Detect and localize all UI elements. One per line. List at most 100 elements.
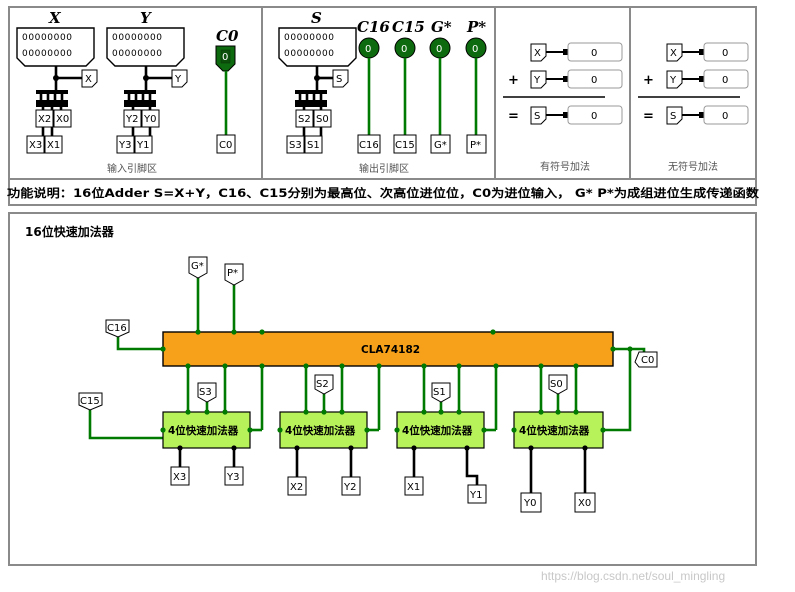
s1-pin [304, 135, 323, 154]
y-output-pin [171, 69, 188, 88]
p-pin [466, 134, 487, 154]
g-pin [430, 134, 451, 154]
svg-text:S0: S0 [550, 379, 563, 390]
svg-text:Y2: Y2 [343, 482, 356, 493]
svg-text:+: + [643, 73, 654, 88]
svg-text:00000000: 00000000 [22, 33, 73, 43]
c15-output-pin [78, 392, 103, 411]
adder-block-3[interactable] [162, 411, 251, 449]
svg-text:C16: C16 [107, 323, 127, 334]
x0-pin [53, 109, 72, 128]
svg-text:Y2: Y2 [125, 114, 138, 125]
svg-text:S: S [336, 74, 342, 85]
svg-text:00000000: 00000000 [112, 49, 163, 59]
s-output-pin [332, 69, 349, 88]
signed-s-pin [530, 106, 547, 125]
s-header: S [311, 9, 322, 27]
output-section-caption: 输出引脚区 [359, 162, 409, 175]
p-star-pin [224, 263, 244, 286]
svg-text:X: X [534, 48, 541, 59]
svg-text:0: 0 [722, 48, 728, 59]
svg-text:S3: S3 [199, 387, 212, 398]
cla74182-chip[interactable] [162, 331, 614, 367]
svg-text:00000000: 00000000 [22, 49, 73, 59]
x-register[interactable]: 00000000 00000000 [16, 27, 95, 67]
c15-header: C15 [392, 18, 425, 36]
svg-text:S1: S1 [307, 140, 320, 151]
svg-text:4位快速加法器: 4位快速加法器 [519, 424, 590, 437]
svg-text:C0: C0 [641, 355, 654, 366]
svg-text:0: 0 [591, 48, 597, 59]
svg-text:4位快速加法器: 4位快速加法器 [285, 424, 356, 437]
g-led: 0 [429, 37, 451, 59]
svg-text:Y1: Y1 [469, 490, 482, 501]
signed-y-value [567, 69, 623, 89]
c0-input-pin [634, 351, 658, 368]
svg-text:C16: C16 [359, 140, 379, 151]
y-register[interactable]: 00000000 00000000 [106, 27, 185, 67]
c0-input-led[interactable]: 0 [215, 45, 236, 72]
x-output-pin [81, 69, 98, 88]
adder-block-1[interactable] [396, 411, 485, 449]
x2-input-pin [287, 476, 307, 496]
y1-pin [134, 135, 153, 154]
cla-circuit: CLA74182 4位快速加法器 4位快速加法器 4位快速加法器 4位快速加法器 [78, 256, 658, 513]
p-header: P* [466, 18, 486, 36]
svg-text:0: 0 [591, 75, 597, 86]
s3-pin [286, 135, 305, 154]
x0-input-pin [574, 492, 596, 513]
signed-adder-section: X 0 + Y 0 = S 0 有符号加法 [503, 42, 623, 173]
svg-text:X2: X2 [38, 114, 51, 125]
svg-text:S1: S1 [433, 387, 446, 398]
x3-pin [26, 135, 45, 154]
svg-text:C0: C0 [219, 140, 232, 151]
x-header: X [48, 9, 62, 27]
svg-text:Y1: Y1 [136, 140, 149, 151]
svg-text:Y: Y [533, 75, 541, 86]
s3-input-pin [197, 382, 217, 403]
svg-text:X: X [670, 48, 677, 59]
svg-text:0: 0 [722, 111, 728, 122]
watermark: https://blog.csdn.net/soul_mingling [541, 569, 725, 583]
c15-pin [393, 134, 417, 154]
svg-text:=: = [508, 109, 519, 124]
svg-text:00000000: 00000000 [284, 33, 335, 43]
svg-text:P*: P* [227, 268, 238, 279]
adder-block-2[interactable] [279, 411, 368, 449]
signed-x-pin [530, 43, 547, 62]
svg-text:C15: C15 [395, 140, 415, 151]
svg-text:0: 0 [591, 111, 597, 122]
unsigned-y-value [703, 69, 749, 89]
description-frame [8, 178, 757, 206]
svg-text:S: S [670, 111, 676, 122]
s2-input-pin [314, 374, 334, 395]
svg-text:Y: Y [174, 74, 182, 85]
y3-input-pin [224, 466, 244, 486]
s1-input-pin [431, 382, 451, 403]
output-pin-section: S C16 C15 G* P* 00000000 00000000 S S2 S… [278, 9, 487, 175]
unsigned-s-pin [666, 106, 683, 125]
x3-input-pin [170, 466, 190, 486]
svg-text:00000000: 00000000 [284, 49, 335, 59]
svg-text:X2: X2 [290, 482, 303, 493]
svg-text:Y: Y [669, 75, 677, 86]
svg-text:0: 0 [472, 44, 478, 55]
svg-text:Y0: Y0 [143, 114, 156, 125]
circuit-panel-frame [8, 212, 757, 566]
y1-input-pin [467, 484, 487, 504]
svg-text:S0: S0 [316, 114, 329, 125]
unsigned-x-value [703, 42, 749, 62]
input-section-caption: 输入引脚区 [107, 162, 157, 175]
svg-text:0: 0 [222, 52, 228, 63]
c16-header: C16 [357, 18, 390, 36]
signed-adder-caption: 有符号加法 [540, 160, 590, 173]
s0-pin [313, 109, 332, 128]
svg-text:0: 0 [401, 44, 407, 55]
svg-text:Y3: Y3 [226, 472, 239, 483]
y3-pin [116, 135, 135, 154]
c0-header: C0 [216, 27, 239, 45]
svg-text:S: S [534, 111, 540, 122]
unsigned-adder-caption: 无符号加法 [668, 160, 718, 173]
svg-text:CLA74182: CLA74182 [361, 344, 420, 356]
svg-text:C15: C15 [80, 396, 100, 407]
